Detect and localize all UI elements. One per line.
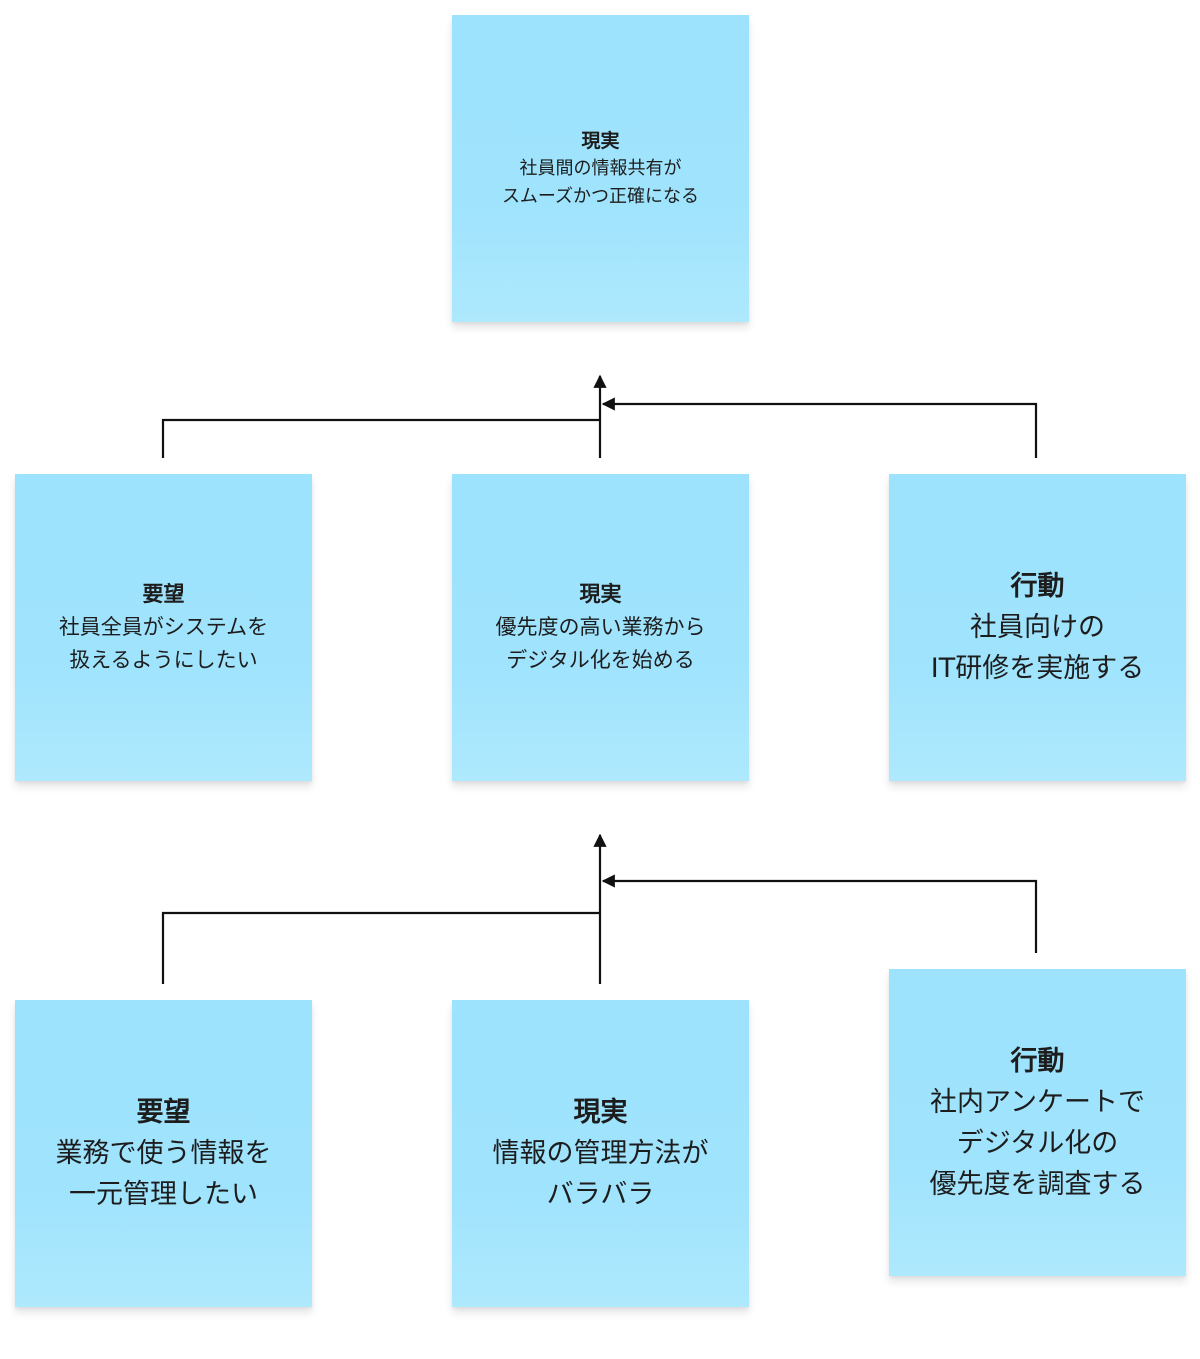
- note-title: 要望: [142, 582, 185, 606]
- connector-bottom-right-to-middle: [601, 874, 1038, 953]
- note-body: 情報の管理方法が バラバラ: [492, 1138, 709, 1210]
- sticky-note-middle-action[interactable]: 行動 社員向けの IT研修を実施する: [889, 474, 1186, 781]
- note-body: 社内アンケートで デジタル化の 優先度を調査する: [929, 1086, 1146, 1200]
- sticky-note-top-reality[interactable]: 現実 社員間の情報共有が スムーズかつ正確になる: [452, 15, 749, 322]
- note-body: 優先度の高い業務から デジタル化を始める: [495, 615, 706, 672]
- sticky-note-middle-request[interactable]: 要望 社員全員がシステムを 扱えるようにしたい: [15, 474, 312, 781]
- note-title: 現実: [581, 129, 620, 152]
- note-title: 要望: [136, 1097, 191, 1128]
- sticky-note-middle-reality[interactable]: 現実 優先度の高い業務から デジタル化を始める: [452, 474, 749, 781]
- sticky-note-bottom-request[interactable]: 要望 業務で使う情報を 一元管理したい: [15, 1000, 312, 1307]
- note-body: 社員間の情報共有が スムーズかつ正確になる: [501, 157, 700, 207]
- sticky-note-bottom-reality[interactable]: 現実 情報の管理方法が バラバラ: [452, 1000, 749, 1307]
- connector-middle-left-to-top: [161, 418, 600, 458]
- note-body: 社員全員がシステムを 扱えるようにしたい: [58, 615, 269, 672]
- note-title: 行動: [1010, 571, 1065, 602]
- note-title: 行動: [1010, 1045, 1065, 1077]
- connector-middle-right-to-top: [601, 397, 1038, 458]
- note-body: 社員向けの IT研修を実施する: [930, 612, 1145, 684]
- sticky-note-bottom-action[interactable]: 行動 社内アンケートで デジタル化の 優先度を調査する: [889, 969, 1186, 1276]
- note-title: 現実: [573, 1097, 628, 1128]
- connector-bottom-left-to-middle: [161, 911, 600, 984]
- note-body: 業務で使う情報を 一元管理したい: [55, 1138, 272, 1210]
- note-title: 現実: [579, 582, 622, 606]
